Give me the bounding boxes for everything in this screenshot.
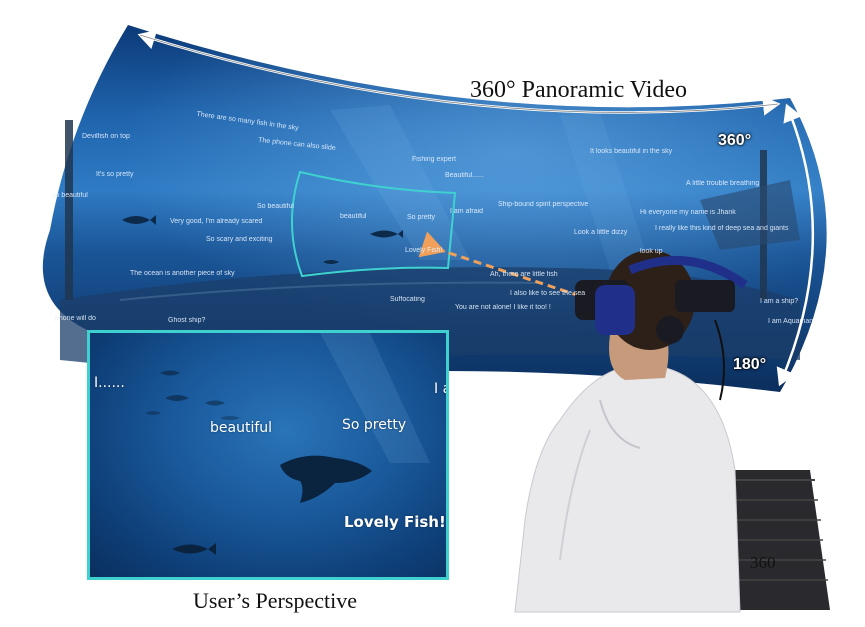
panorama-comment: beautiful bbox=[340, 213, 367, 220]
fish bbox=[172, 543, 216, 555]
panorama-comment: Very good, I'm already scared bbox=[170, 218, 263, 225]
fish bbox=[370, 230, 403, 238]
panorama-comment: so beautiful bbox=[52, 192, 88, 199]
inset-comment: I a bbox=[434, 381, 446, 397]
panorama-comment: So beautiful bbox=[257, 203, 294, 210]
panorama-comment: Lovely Fish! bbox=[405, 247, 443, 254]
fish bbox=[323, 260, 339, 264]
inset-comment: I...... bbox=[94, 375, 125, 391]
fov-region bbox=[290, 170, 457, 278]
panorama-comment: A little trouble breathing bbox=[686, 180, 760, 187]
panorama-comment: You are not alone! I like it too! ! bbox=[455, 304, 551, 311]
panorama-comment: It looks beautiful in the sky bbox=[590, 148, 673, 155]
fish bbox=[205, 400, 225, 406]
panorama-comment: It's so pretty bbox=[96, 171, 134, 178]
panorama-comment: Beautiful...... bbox=[445, 172, 484, 179]
panorama-comment: I really like this kind of deep sea and … bbox=[655, 225, 789, 232]
panorama-comment: Fishing expert bbox=[412, 156, 456, 163]
panorama-comment: The ocean is another piece of sky bbox=[130, 270, 235, 277]
inset-comment: beautiful bbox=[210, 420, 273, 436]
panorama-comment: I am a ship? bbox=[760, 298, 799, 305]
panorama-comment: phone will do bbox=[55, 315, 96, 322]
degree-label-180: 180° bbox=[733, 356, 767, 373]
panorama-comment: look up bbox=[640, 248, 663, 255]
panorama-title: 360° Panoramic Video bbox=[470, 77, 688, 103]
panorama-comment: Suffocating bbox=[390, 296, 425, 303]
fish bbox=[122, 215, 156, 225]
fish bbox=[220, 416, 240, 420]
inset-comment: Lovely Fish! bbox=[344, 513, 446, 531]
manta-ray bbox=[280, 455, 372, 503]
panorama-comment: So pretty bbox=[407, 214, 436, 221]
fish bbox=[165, 395, 189, 401]
fish bbox=[145, 411, 161, 415]
panorama-comment: I also like to see the sea bbox=[510, 290, 586, 297]
inset-comment: So pretty bbox=[342, 417, 407, 433]
user-perspective-inset: I...... I a beautiful So pretty Lovely F… bbox=[87, 330, 449, 580]
inset-caption: User’s Perspective bbox=[193, 588, 357, 613]
panorama-comment: I am afraid bbox=[450, 208, 484, 215]
panorama-comment: Devilfish on top bbox=[82, 133, 130, 140]
panorama-comment: Look a little dizzy bbox=[574, 229, 628, 236]
hoodie bbox=[514, 364, 741, 613]
panorama-comment: Ah, there are little fish bbox=[490, 271, 558, 278]
panorama-comment: Hi everyone my name is Jhank bbox=[640, 209, 736, 216]
gaze-arrow bbox=[418, 231, 581, 298]
degree-label-360: 360° bbox=[718, 132, 752, 149]
figure-label: 360 bbox=[750, 553, 776, 572]
vertical-span-arrow bbox=[776, 103, 815, 387]
panorama-comment: So scary and exciting bbox=[206, 236, 273, 243]
viewer-person bbox=[514, 250, 830, 613]
vr-headset bbox=[575, 255, 748, 401]
panorama-comment: Ship-bound spirit perspective bbox=[498, 201, 589, 208]
inset-scene bbox=[145, 333, 430, 555]
mast-left bbox=[65, 120, 73, 300]
panorama-comment: Ghost ship? bbox=[168, 317, 206, 324]
panorama-comment: I am Aquaman bbox=[768, 318, 814, 325]
fish bbox=[160, 370, 180, 376]
